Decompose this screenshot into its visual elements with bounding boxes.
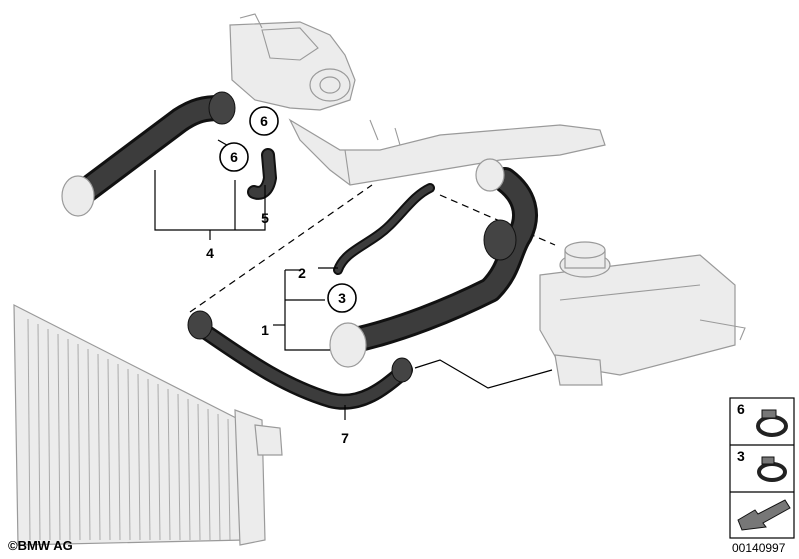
callout-label-6b: 6	[230, 149, 238, 165]
radiator-fin	[117, 363, 121, 541]
radiator-ghost	[13, 304, 283, 546]
callout-label-5: 5	[261, 210, 269, 226]
radiator-fin	[197, 403, 201, 541]
callout-label-3: 3	[338, 290, 346, 306]
radiator-fin	[37, 323, 41, 541]
legend-label-6: 6	[737, 401, 745, 417]
radiator-fin	[207, 408, 211, 541]
engine-pipe-ghost	[288, 118, 606, 186]
callout-label-7: 7	[341, 430, 349, 446]
copyright-symbol: ©	[8, 538, 18, 553]
radiator-fin	[107, 358, 111, 541]
hose-2	[333, 183, 435, 275]
hose-7	[187, 310, 413, 410]
engine-housing-ghost	[229, 13, 356, 111]
clamp-legend: 6 3	[729, 397, 795, 539]
radiator-fin	[67, 338, 71, 541]
radiator-fin	[57, 333, 61, 541]
callout-circle-6a	[249, 106, 279, 136]
callout-label-4: 4	[206, 245, 214, 261]
hose-clamp-large-icon	[756, 409, 788, 437]
expansion-tank-ghost	[539, 241, 746, 386]
radiator-fin	[177, 393, 181, 541]
callout-label-6a: 6	[260, 113, 268, 129]
hose-1	[329, 158, 538, 368]
callout-label-1: 1	[261, 322, 269, 338]
radiator-fin	[137, 373, 141, 541]
hose-4	[61, 91, 236, 217]
document-number: 00140997	[732, 541, 786, 555]
radiator-fin	[217, 413, 221, 541]
callouts: 1 2 3 4 5 6 6 7	[206, 106, 357, 446]
radiator-fin	[187, 398, 191, 541]
radiator-fin	[87, 348, 91, 541]
hose-5	[247, 148, 277, 200]
radiator-fin	[147, 378, 151, 541]
brand-name: BMW AG	[17, 538, 73, 553]
radiator-fin	[77, 343, 81, 541]
radiator-fin	[27, 318, 31, 541]
hose-clamp-small-icon	[757, 456, 787, 482]
arrow-icon	[737, 499, 791, 531]
callout-circle-6b	[219, 142, 249, 172]
radiator-fin	[97, 353, 101, 541]
radiator-fin	[167, 388, 171, 541]
copyright-brand: ©BMW AG	[8, 538, 73, 553]
leader-lines	[154, 108, 346, 420]
callout-label-2: 2	[298, 265, 306, 281]
legend-label-3: 3	[737, 448, 745, 464]
radiator-fin	[127, 368, 131, 541]
radiator-fin	[157, 383, 161, 541]
radiator-fin	[227, 418, 231, 541]
radiator-fin	[47, 328, 51, 541]
callout-circle-3	[327, 283, 357, 313]
